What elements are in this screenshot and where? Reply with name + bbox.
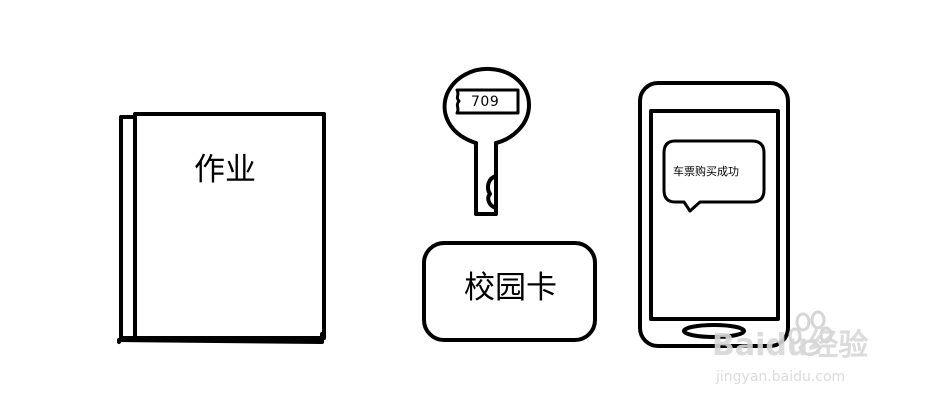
book-cover <box>133 112 326 340</box>
message-text: 车票购买成功 <box>673 165 739 178</box>
book-bottom-edge <box>117 332 324 344</box>
campus-card-label: 校园卡 <box>464 270 557 306</box>
paw-icon <box>788 310 833 356</box>
key-teeth <box>486 174 498 210</box>
phone-body <box>638 81 790 348</box>
phone-home-button <box>682 323 746 339</box>
phone <box>638 81 790 348</box>
book-label: 作业 <box>194 152 256 188</box>
watermark-url: jingyan.baidu.com <box>716 369 846 385</box>
message-bubble <box>662 139 766 213</box>
campus-card <box>422 241 597 342</box>
phone-screen <box>649 109 780 321</box>
key <box>442 66 531 216</box>
key-tag-number: 709 <box>471 94 500 110</box>
watermark-brand: Baidu经验 <box>712 328 869 363</box>
book-spine <box>119 115 137 340</box>
key-blade <box>474 141 498 216</box>
book-corner <box>117 336 123 344</box>
key-tag-outline <box>455 88 520 115</box>
book <box>117 112 326 344</box>
key-head <box>442 66 531 145</box>
card-outline <box>422 241 597 342</box>
